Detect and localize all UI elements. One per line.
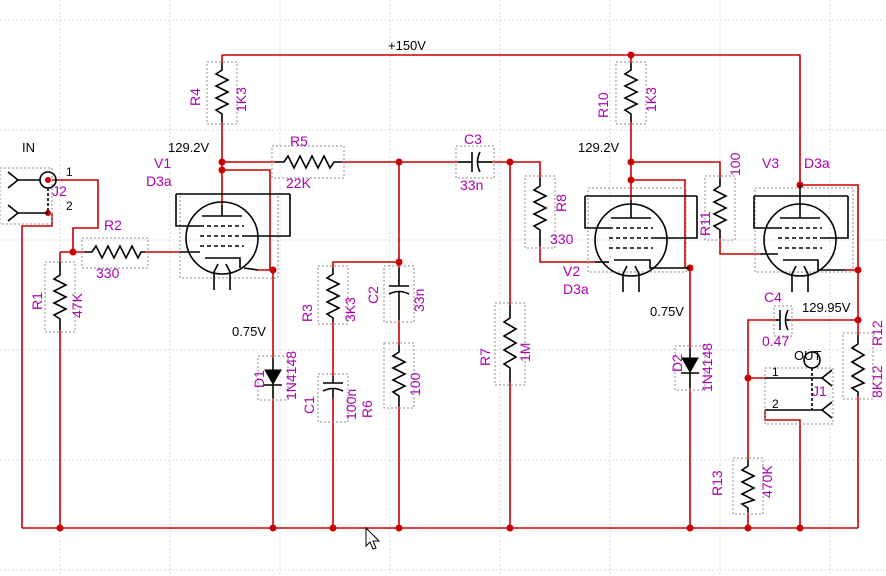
wires <box>21 54 859 529</box>
r10-value: 1K3 <box>643 87 659 112</box>
c2-value: 33n <box>411 289 427 312</box>
c4-value: 0.47 <box>762 333 789 349</box>
tube-v3 <box>753 185 849 292</box>
r3-ref: R3 <box>299 304 315 322</box>
voltage-v2-cathode: 0.75V <box>650 304 684 319</box>
r12-value: 8K12 <box>869 365 885 398</box>
tube-v1-ref: V1 <box>154 155 171 171</box>
input-pin1: 1 <box>66 165 73 179</box>
r10-ref: R10 <box>595 92 611 118</box>
d1-ref: D1 <box>251 370 267 388</box>
c1-ref: C1 <box>301 396 317 414</box>
wire-rail <box>222 54 801 185</box>
tube-v2-ref: V2 <box>563 263 580 279</box>
capacitor-c3 <box>458 151 492 173</box>
input-jack-ref: J2 <box>52 183 67 199</box>
input-label: IN <box>22 140 35 155</box>
resistor-r6 <box>391 345 407 406</box>
c2-ref: C2 <box>365 286 381 304</box>
c3-value: 33n <box>460 177 483 193</box>
r11-ref: R11 <box>697 211 713 236</box>
tube-v2-type: D3a <box>563 281 589 297</box>
tube-v2 <box>584 195 698 292</box>
d2-value: 1N4148 <box>699 343 715 392</box>
rail-label: +150V <box>388 38 426 53</box>
diode-d2 <box>681 348 699 388</box>
resistor-r2 <box>85 244 145 260</box>
capacitor-c4 <box>776 309 790 331</box>
output-label: OUT <box>794 348 822 363</box>
r12-ref: R12 <box>869 320 885 346</box>
r4-ref: R4 <box>187 88 203 106</box>
r7-value: 1M <box>517 343 533 362</box>
c3-ref: C3 <box>464 131 482 147</box>
tube-v1 <box>175 193 291 290</box>
output-pin2: 2 <box>772 397 779 411</box>
r6-value: 100 <box>407 372 423 396</box>
resistor-r3 <box>325 268 341 322</box>
d2-ref: D2 <box>669 354 685 372</box>
tube-v3-type: D3a <box>804 155 830 171</box>
output-jack-ref: J1 <box>812 383 827 399</box>
r1-ref: R1 <box>29 292 45 310</box>
mouse-cursor-icon <box>365 526 381 550</box>
r4-value: 1K3 <box>233 87 249 112</box>
jack-input <box>7 171 57 222</box>
r8-value: 330 <box>550 231 574 247</box>
input-pin2: 2 <box>66 199 73 213</box>
capacitor-c1 <box>322 376 344 398</box>
voltage-v1-plate: 129.2V <box>168 140 210 155</box>
r5-ref: R5 <box>290 133 308 149</box>
capacitors <box>322 151 790 398</box>
r8-ref: R8 <box>553 194 569 212</box>
r5-value: 22K <box>286 175 312 191</box>
resistor-r10 <box>623 63 639 122</box>
r13-value: 470K <box>759 465 775 498</box>
r13-ref: R13 <box>709 470 725 496</box>
voltage-v1-cathode: 0.75V <box>232 324 266 339</box>
voltage-v3-cathode: 129.95V <box>802 300 851 315</box>
jack-output <box>765 351 833 419</box>
c4-ref: C4 <box>764 289 782 305</box>
labels: +150V IN J2 1 2 OUT J1 1 2 V1 D3a V2 D3a… <box>22 38 885 498</box>
resistor-r8 <box>532 178 548 246</box>
resistors <box>52 63 866 512</box>
resistor-r11 <box>712 178 728 238</box>
d1-value: 1N4148 <box>283 351 299 400</box>
resistor-r12 <box>850 335 866 396</box>
resistor-r5 <box>275 154 342 170</box>
tube-v3-ref: V3 <box>762 155 779 171</box>
tube-v1-type: D3a <box>146 173 172 189</box>
r2-ref: R2 <box>104 217 122 233</box>
r7-ref: R7 <box>477 348 493 366</box>
r6-ref: R6 <box>359 400 375 418</box>
r3-value: 3K3 <box>342 297 358 322</box>
capacitor-c2 <box>388 268 410 320</box>
resistor-r4 <box>214 63 230 122</box>
c1-value: 100n <box>343 389 359 420</box>
r2-value: 330 <box>96 265 120 281</box>
resistor-r1 <box>52 262 68 330</box>
diode-d1 <box>264 358 282 398</box>
r11-value: 100 <box>727 152 743 176</box>
r1-value: 47K <box>69 292 85 318</box>
resistor-r7 <box>502 305 518 382</box>
voltage-v2-plate: 129.2V <box>578 140 620 155</box>
resistor-r13 <box>740 460 757 512</box>
diodes <box>264 348 699 398</box>
output-pin1: 1 <box>772 365 779 379</box>
